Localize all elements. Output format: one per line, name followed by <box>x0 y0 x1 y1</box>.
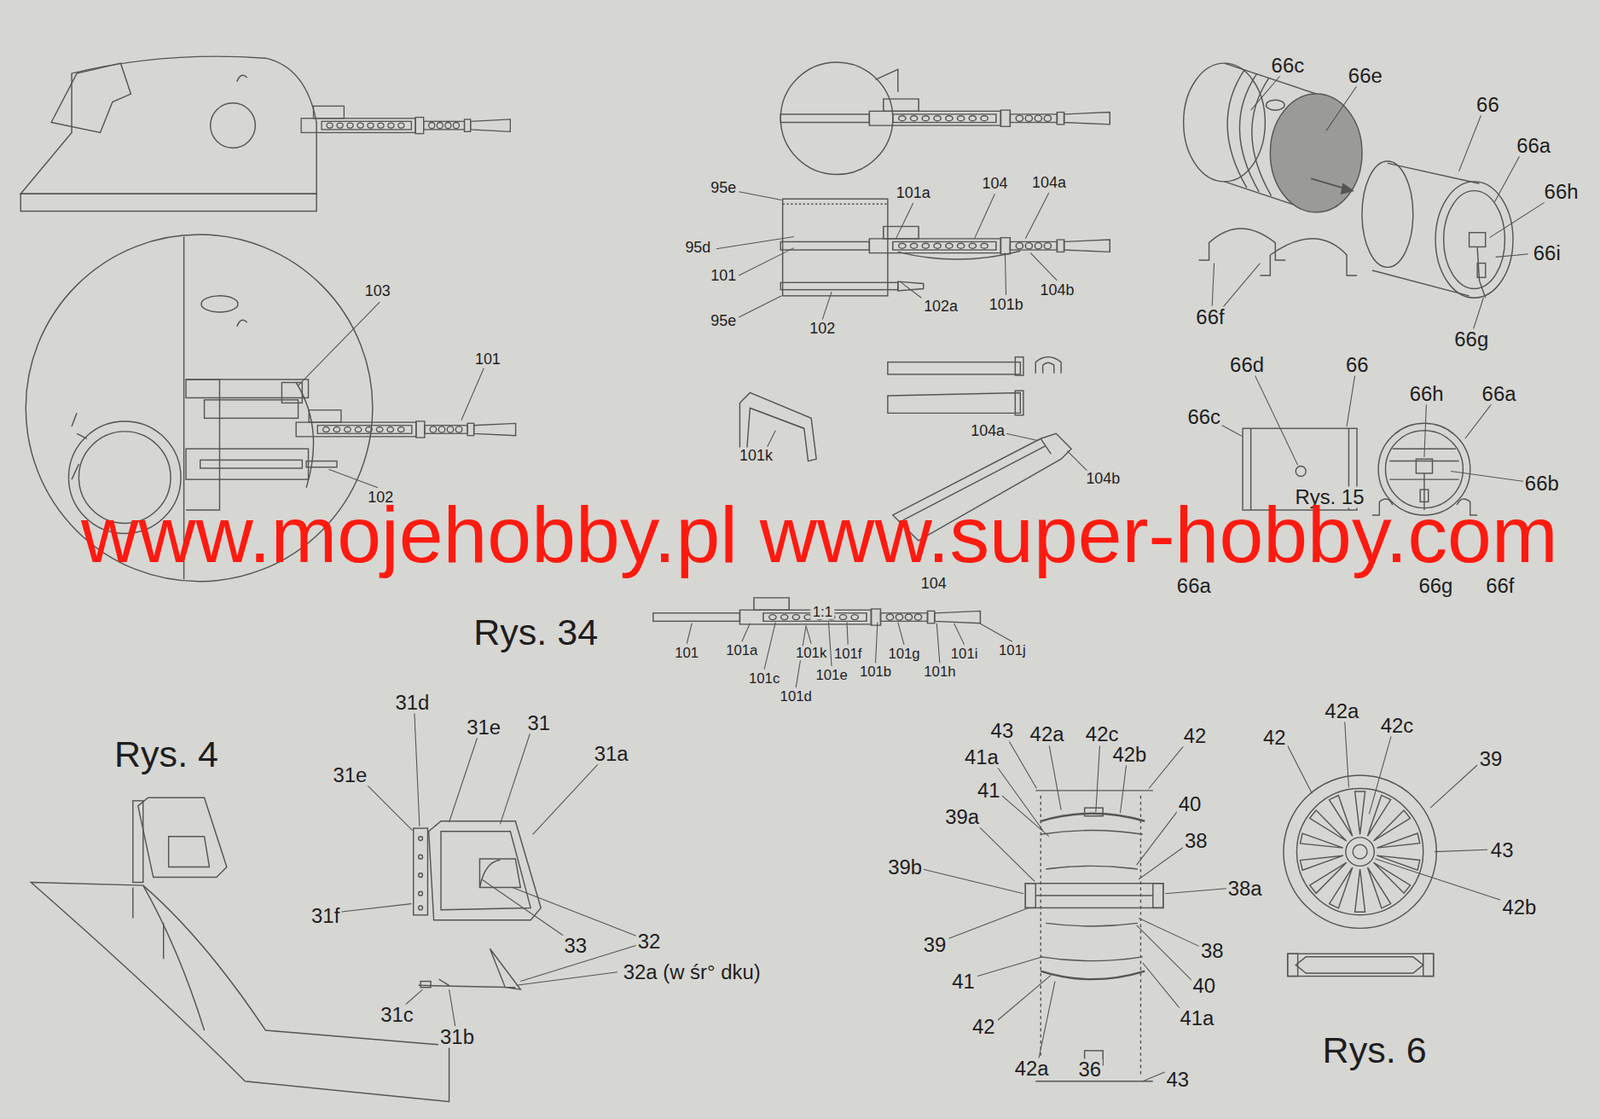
callout-number: 32 <box>636 931 663 953</box>
callout-number: 101c <box>747 671 782 687</box>
callout-number: 43 <box>1164 1068 1191 1090</box>
callout-number: 101h <box>921 665 957 681</box>
callout-number: 66a <box>1514 135 1553 157</box>
callout-number: 31d <box>393 692 431 714</box>
callout-number: 40 <box>1190 974 1218 997</box>
callout-number: 104a <box>968 422 1007 439</box>
callout-number: 42b <box>1110 744 1148 766</box>
callout-number: 102a <box>921 298 960 315</box>
callout-number: 40 <box>1176 793 1204 815</box>
callout-number: 31f <box>309 905 342 928</box>
callout-number: 31e <box>330 765 369 787</box>
callout-number: 104b <box>1038 281 1077 298</box>
callout-number: 42a <box>1028 724 1067 746</box>
callout-number: 66i <box>1531 242 1563 264</box>
callout-number: 41a <box>1177 1007 1216 1029</box>
callout-number: 101a <box>894 185 933 202</box>
callout-number: 104b <box>1084 470 1122 487</box>
callout-number: 66g <box>1452 329 1490 351</box>
callout-number: 38 <box>1199 940 1226 963</box>
callout-number: 36 <box>1076 1058 1103 1080</box>
callout-number: 66 <box>1344 354 1371 377</box>
callout-number: 41a <box>962 746 1001 768</box>
callout-number: 66g <box>1416 574 1455 597</box>
callout-number: 66a <box>1480 382 1519 405</box>
callout-number: 66h <box>1408 382 1446 405</box>
callout-number: 95e <box>708 179 738 197</box>
callout-number: 39 <box>1478 748 1505 771</box>
figure-title: Rys. 6 <box>1321 1031 1429 1071</box>
callout-number: 42a <box>1322 700 1361 722</box>
callout-number: 101a <box>724 643 760 660</box>
figure-title: Rys. 4 <box>112 736 221 775</box>
callout-number: 101 <box>672 645 701 661</box>
callout-number: 66a <box>1175 574 1213 597</box>
callout-number: 66 <box>1474 94 1502 116</box>
callout-number: 101g <box>886 646 922 662</box>
callout-number: 42a <box>1013 1057 1051 1079</box>
callout-number: 104a <box>1030 174 1068 192</box>
callout-number: 66e <box>1346 64 1385 87</box>
callout-number: 31b <box>438 1026 476 1048</box>
callout-number: 101k <box>794 645 829 661</box>
callout-number: 95d <box>683 238 713 256</box>
callout-number: 66h <box>1542 180 1581 203</box>
callout-number: 101b <box>857 665 893 681</box>
callout-number: 103 <box>363 283 393 300</box>
callout-number: 101b <box>987 295 1026 313</box>
callout-number: 101 <box>708 267 738 285</box>
callout-number: 104 <box>919 575 949 592</box>
callout-number: 101d <box>778 689 814 705</box>
callout-number: 101k <box>737 446 775 464</box>
callout-number: 104 <box>980 175 1010 192</box>
callout-number: 32a (w śr° dku) <box>621 962 763 984</box>
callout-number: 39a <box>943 806 981 829</box>
callout-number: 66c <box>1269 54 1307 76</box>
callout-number: 43 <box>1489 839 1516 861</box>
callout-number: 33 <box>562 935 589 957</box>
callout-number: 101e <box>813 667 849 684</box>
callout-number: 101j <box>997 643 1028 660</box>
callout-number: 43 <box>989 719 1016 742</box>
callout-number: 66d <box>1228 354 1266 377</box>
callout-number: 41 <box>950 970 977 992</box>
callout-number: 42 <box>970 1015 998 1038</box>
callout-number: 31 <box>525 713 552 735</box>
callout-number: 31c <box>378 1004 416 1027</box>
callout-number: 102 <box>807 320 837 337</box>
callout-number: 42c <box>1084 724 1121 746</box>
callout-number: 42 <box>1182 724 1209 747</box>
watermark: www.mojehobby.pl www.super-hobby.com <box>81 493 1559 578</box>
callout-number: 39 <box>921 933 949 956</box>
callout-number: 1:1 <box>811 604 835 621</box>
callout-number: 101 <box>473 351 503 368</box>
callout-number: 31a <box>592 743 631 766</box>
callout-number: 31e <box>464 716 503 738</box>
callout-number: 101i <box>949 646 980 662</box>
callout-number: 66c <box>1186 406 1224 429</box>
figure-title: Rys. 34 <box>471 613 600 652</box>
callout-number: 41 <box>975 780 1003 802</box>
callout-number: 38a <box>1226 878 1264 900</box>
callout-number: 38 <box>1182 829 1210 852</box>
callout-number: 42 <box>1261 726 1288 748</box>
callout-number: 66f <box>1484 574 1516 597</box>
callout-number: 42c <box>1379 714 1416 737</box>
callout-number: 42b <box>1501 896 1539 918</box>
callout-number: 66b <box>1523 473 1561 495</box>
callout-number: 66f <box>1194 307 1226 329</box>
callout-number: 101f <box>832 646 864 662</box>
callout-number: 39b <box>886 856 924 878</box>
callout-number: 95e <box>708 312 738 329</box>
